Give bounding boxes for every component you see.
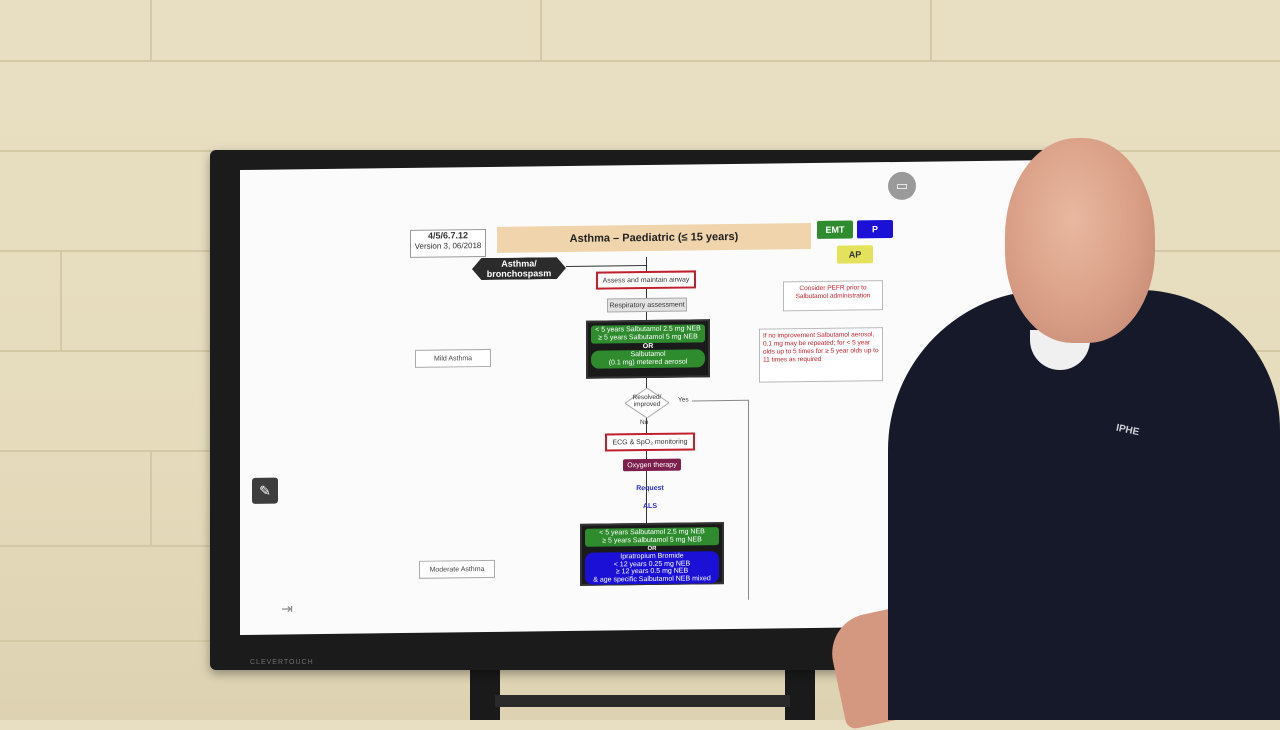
mild-aerosol-pill: Salbutamol (0.1 mg) metered aerosol	[591, 349, 705, 369]
wall-joint	[540, 0, 542, 60]
wall-joint	[930, 0, 932, 60]
yes-label: Yes	[678, 396, 689, 404]
doc-version: Version 3, 06/2018	[414, 241, 482, 251]
moderate-neb-pill: < 5 years Salbutamol 2.5 mg NEB ≥ 5 year…	[585, 527, 719, 547]
tv-stand-bar	[495, 695, 790, 707]
no-label: No	[640, 419, 649, 427]
mild-asthma-label: Mild Asthma	[415, 348, 491, 368]
touch-screen[interactable]: 4/5/6.7.12 Version 3, 06/2018 Asthma – P…	[240, 160, 1040, 635]
oxygen-box: Oxygen therapy	[623, 458, 681, 472]
mild-aerosol-line2: (0.1 mg) metered aerosol	[608, 358, 688, 367]
exit-button[interactable]: ⇥	[276, 597, 298, 619]
mild-neb-line2: ≥ 5 years Salbutamol 5 mg NEB	[598, 333, 698, 342]
resp-assessment-box: Respiratory assessment	[607, 297, 687, 313]
moderate-asthma-label: Moderate Asthma	[419, 559, 495, 579]
note-repeat: If no improvement Salbutamol aerosol, 0.…	[759, 327, 883, 383]
note-pefr: Consider PEFR prior to Salbutamol admini…	[783, 280, 883, 312]
presenter-shirt	[888, 290, 1280, 720]
yes-connector	[692, 399, 748, 402]
moderate-treatment-box: < 5 years Salbutamol 2.5 mg NEB ≥ 5 year…	[580, 522, 724, 586]
flag-emt: EMT	[817, 220, 853, 239]
tv-brand: CLEVERTOUCH	[250, 659, 314, 666]
resolved-label: Resolved/ improved	[632, 393, 662, 409]
moderate-neb-line2: ≥ 5 years Salbutamol 5 mg NEB	[602, 536, 702, 545]
ecg-box: ECG & SpO₂ monitoring	[605, 432, 695, 452]
resolved-diamond	[624, 387, 670, 419]
diamond-shape	[624, 387, 670, 419]
presenter-head	[1005, 138, 1155, 343]
pencil-tool-button[interactable]: ✎	[252, 477, 278, 504]
tv-stand-right	[785, 660, 815, 720]
book-icon: ▭	[895, 177, 909, 193]
yes-connector-down	[748, 399, 749, 600]
wall-joint	[150, 0, 152, 60]
assess-airway-box: Assess and maintain airway	[596, 270, 696, 290]
flowchart-title: Asthma – Paediatric (≤ 15 years)	[497, 223, 811, 253]
entry-tag: Asthma/ bronchospasm	[472, 257, 566, 280]
exit-icon: ⇥	[281, 599, 293, 616]
request-label: Request	[636, 484, 664, 493]
flow-connector	[566, 265, 646, 268]
book-button[interactable]: ▭	[888, 171, 916, 201]
tv-stand-left	[470, 660, 500, 720]
flag-p: P	[857, 220, 893, 239]
wall-joint	[60, 250, 62, 350]
mild-neb-pill: < 5 years Salbutamol 2.5 mg NEB ≥ 5 year…	[591, 324, 705, 344]
pencil-icon: ✎	[259, 482, 271, 499]
wall-joint	[0, 60, 1280, 62]
flag-ap: AP	[837, 245, 873, 264]
doc-code: 4/5/6.7.12	[427, 230, 469, 241]
doc-reference: 4/5/6.7.12 Version 3, 06/2018	[410, 228, 486, 258]
mild-treatment-box: < 5 years Salbutamol 2.5 mg NEB ≥ 5 year…	[586, 319, 710, 379]
wall-joint	[150, 450, 152, 545]
ipra-line4: & age specific Salbutamol NEB mixed	[593, 574, 711, 584]
moderate-ipra-pill: Ipratropium Bromide < 12 years 0.25 mg N…	[585, 551, 719, 585]
als-label: ALS	[643, 502, 657, 511]
